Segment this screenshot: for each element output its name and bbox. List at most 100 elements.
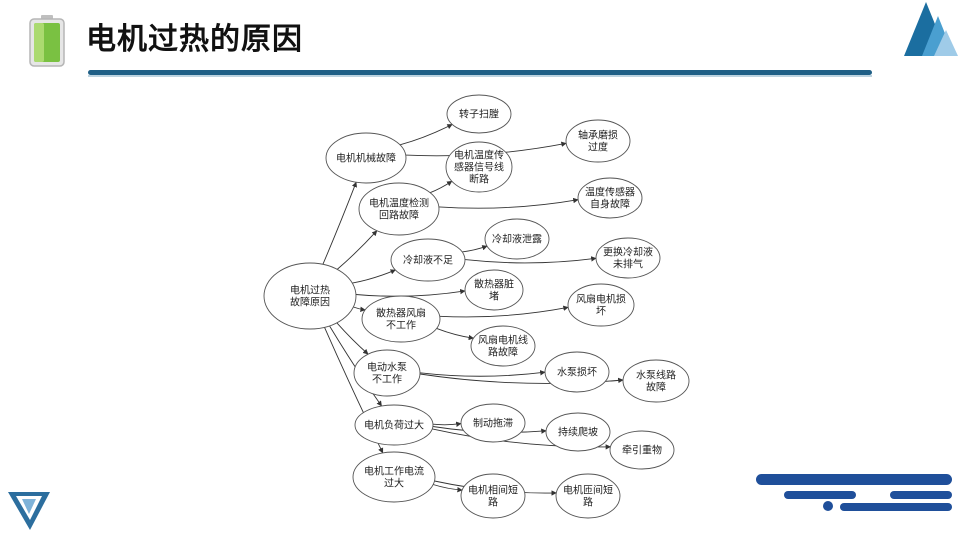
node-pumpdamage-shape [544, 351, 610, 393]
battery-full-icon [29, 15, 65, 67]
node-fanmotor-shape [567, 283, 635, 327]
node-overload-shape [354, 404, 434, 446]
node-fancircuit-label: 路故障 [488, 346, 518, 359]
node-pumpcircuit-label: 水泵线路 [636, 369, 676, 382]
node-root-label: 故障原因 [290, 296, 330, 309]
edge-root-coolant [352, 269, 396, 284]
edge-overcurrent-phaseshort [432, 484, 463, 493]
node-radiatorblock-shape [464, 269, 524, 311]
node-replace-label: 未排气 [613, 258, 643, 271]
node-fanmotor-label: 风扇电机损 [576, 293, 626, 306]
node-mech-shape [325, 132, 407, 184]
node-sensorself-label: 温度传感器 [585, 186, 635, 199]
node-climb-label: 持续爬坡 [558, 426, 598, 439]
corner-logo-icon [904, 2, 958, 56]
node-sensorline-shape [445, 141, 513, 193]
node-tempdetect-shape [358, 182, 440, 236]
edge-overload-brake [432, 421, 462, 427]
node-overcurrent-label: 电机工作电流 [364, 465, 424, 478]
node-overload-label: 电机负荷过大 [364, 419, 424, 432]
node-sensorline-label: 感器信号线 [454, 161, 504, 174]
node-replace-label: 更换冷却液 [603, 246, 653, 259]
node-radiatorblock-label: 散热器脏 [474, 278, 514, 291]
node-pumpdamage-label: 水泵损坏 [557, 366, 597, 379]
node-sensorself-shape [577, 177, 643, 219]
node-pumpdamage: 水泵损坏 [544, 351, 610, 393]
node-climb: 持续爬坡 [545, 412, 611, 452]
node-replace-shape [595, 237, 661, 279]
footer-logo-icon [8, 492, 50, 530]
node-fancircuit-shape [470, 325, 536, 367]
node-fanfail-shape [361, 295, 441, 343]
node-phaseshort-shape [460, 473, 526, 519]
edge-root-radiatorblock [355, 288, 466, 297]
edge-tempdetect-sensorself [438, 197, 579, 209]
node-brake-label: 制动拖滞 [473, 417, 513, 430]
node-sensorline-label: 断路 [469, 173, 489, 186]
node-turnshort-label: 电机匝间短 [563, 484, 613, 497]
node-bearing-label: 轴承磨损 [578, 129, 618, 142]
node-mech: 电机机械故障 [325, 132, 407, 184]
node-tow-shape [609, 430, 675, 470]
node-mech-label: 电机机械故障 [336, 152, 396, 165]
node-overload: 电机负荷过大 [354, 404, 434, 446]
node-tow: 牵引重物 [609, 430, 675, 470]
edge-root-tempdetect [336, 230, 378, 270]
node-phaseshort-label: 电机相间短 [468, 484, 518, 497]
node-fanfail-label: 不工作 [386, 320, 416, 332]
edge-root-fanfail [353, 306, 366, 313]
node-rotor-label: 转子扫膛 [459, 108, 499, 121]
node-climb-shape [545, 412, 611, 452]
edge-root-mech [322, 181, 357, 265]
node-bearing-shape [565, 119, 631, 163]
node-fanmotor-label: 坏 [596, 306, 606, 318]
node-radiatorblock-label: 堵 [489, 290, 499, 303]
edge-coolant-replace [464, 256, 597, 264]
node-coolant: 冷却液不足 [390, 238, 466, 282]
node-brake: 制动拖滞 [460, 403, 526, 443]
edge-fanfail-fanmotor [439, 305, 569, 318]
node-fancircuit-label: 风扇电机线 [478, 334, 528, 347]
node-overcurrent-shape [352, 451, 436, 503]
node-sensorself-label: 自身故障 [590, 198, 630, 211]
node-tow-label: 牵引重物 [622, 444, 662, 457]
node-pumpcircuit-shape [622, 359, 690, 403]
title-divider [88, 70, 872, 75]
node-root-shape [263, 262, 357, 330]
node-rotor: 转子扫膛 [446, 94, 512, 134]
node-bearing-label: 过度 [588, 141, 608, 154]
node-pumpcircuit-label: 故障 [646, 381, 666, 394]
node-leak: 冷却液泄露 [484, 218, 550, 260]
title-divider-shadow [88, 75, 872, 77]
node-pumpfail-label: 电动水泵 [367, 361, 407, 374]
node-leak-label: 冷却液泄露 [492, 233, 542, 246]
edge-coolant-leak [462, 245, 488, 253]
node-coolant-label: 冷却液不足 [403, 254, 453, 267]
node-tempdetect-label: 电机温度检测 [369, 197, 429, 210]
node-overcurrent-label: 过大 [384, 477, 404, 490]
node-tempdetect-label: 回路故障 [379, 209, 419, 222]
node-pumpfail-shape [353, 349, 421, 397]
node-rotor-shape [446, 94, 512, 134]
decorative-stripes [756, 474, 952, 511]
page-title: 电机过热的原因 [86, 22, 303, 57]
node-leak-shape [484, 218, 550, 260]
node-root-label: 电机过热 [290, 284, 330, 297]
node-sensorline-label: 电机温度传 [454, 149, 504, 162]
